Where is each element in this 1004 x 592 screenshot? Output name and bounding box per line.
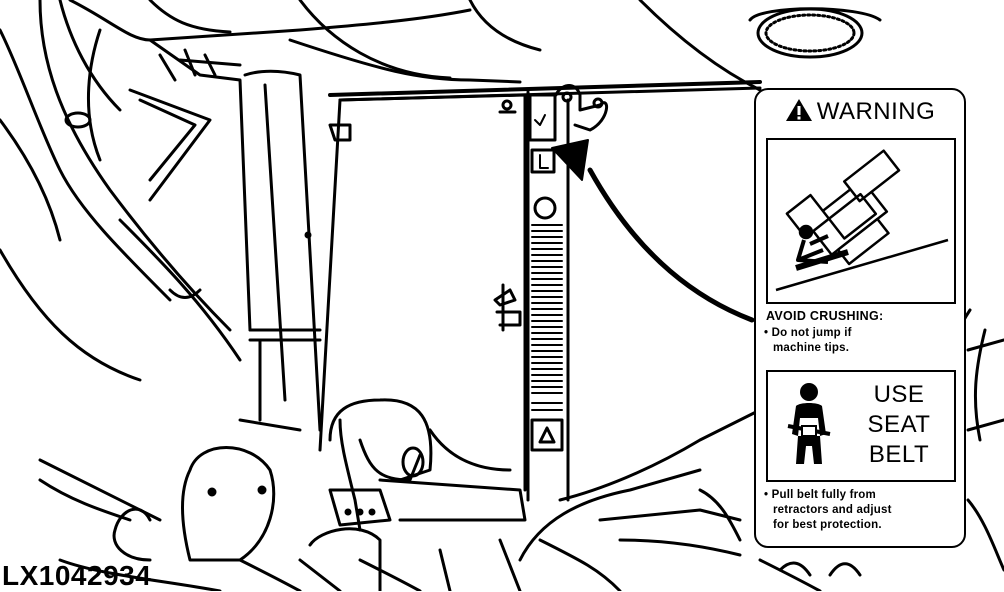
pointer-arrow [551, 139, 755, 323]
seatbelt-word: USE [873, 381, 925, 408]
warning-safety-label: WARNING AVOID CRUSHING: • Do not jump if… [754, 88, 966, 548]
seatbelt-operator-icon [787, 383, 831, 464]
warning-triangle-icon [785, 99, 812, 121]
crush-hazard-pictogram [766, 138, 956, 304]
left-console [38, 446, 302, 591]
cab-roof [68, 0, 882, 102]
left-cab-pillar [0, 0, 252, 382]
hazard-instruction: • Do not jump if machine tips. [764, 326, 954, 356]
seatbelt-command: USE SEAT BELT [846, 380, 952, 470]
seatbelt-instruction-line: • Pull belt fully from [764, 489, 876, 501]
seatbelt-instruction-line: for best protection. [773, 519, 882, 531]
warning-header: WARNING [756, 98, 964, 126]
warning-header-text: WARNING [816, 98, 936, 125]
seatbelt-word: SEAT [867, 411, 931, 438]
seatbelt-instruction-line: retractors and adjust [773, 504, 892, 516]
rear-panel [238, 69, 527, 492]
seatbelt-word: BELT [868, 441, 930, 468]
operator-seat [298, 398, 527, 591]
hazard-title: AVOID CRUSHING: [766, 309, 884, 323]
tipping-machine-icon [775, 149, 949, 298]
seatbelt-pillar [526, 84, 609, 502]
seatbelt-pictogram: USE SEAT BELT [766, 370, 956, 482]
seatbelt-instruction: • Pull belt fully from retractors and ad… [764, 488, 960, 533]
hazard-instruction-line: • Do not jump if [764, 327, 852, 339]
figure-id: LX1042934 [2, 560, 152, 591]
hazard-instruction-line: machine tips. [773, 342, 850, 354]
right-console [438, 308, 1004, 591]
